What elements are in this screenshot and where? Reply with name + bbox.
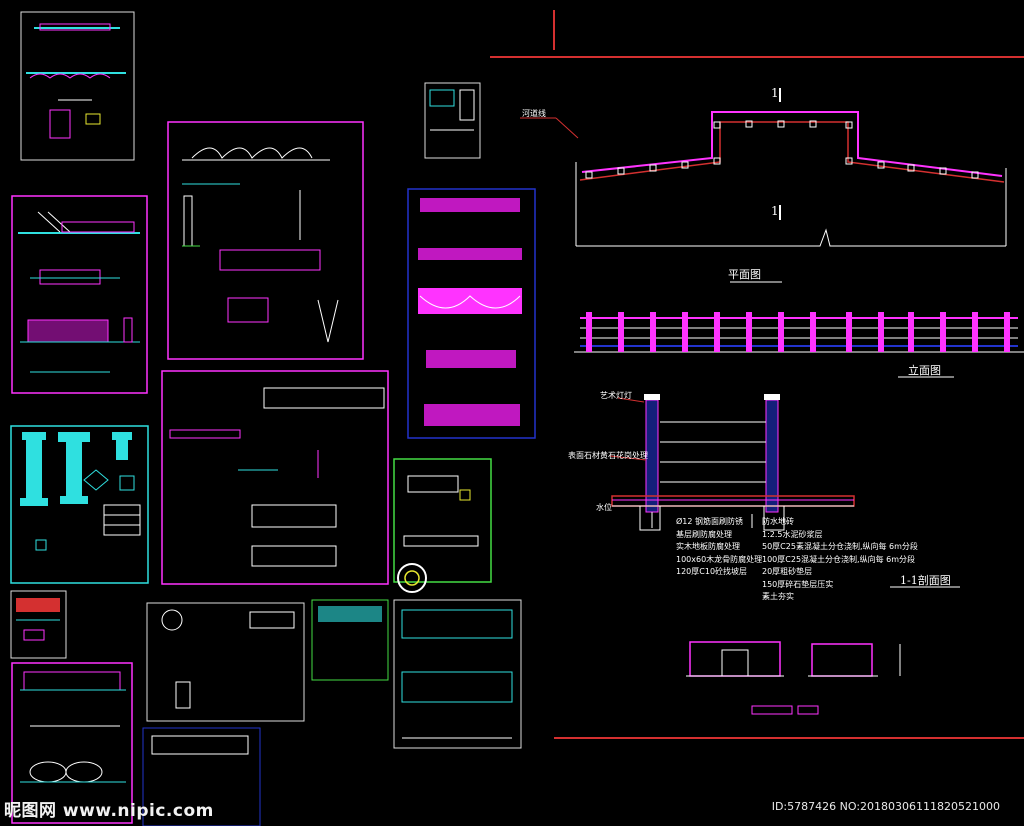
note-line: 150厚碎石垫层压实 [762, 579, 834, 589]
note-line: 100厚C25混凝土分仓浇制,纵向每 6m分段 [762, 554, 916, 564]
sheet-thumbnail-blue [407, 188, 536, 439]
section-mark-bottom: 1 [771, 204, 779, 218]
plan-view [520, 88, 1007, 283]
water-level-label: 水位 [596, 503, 612, 512]
sheet-thumbnail-1 [20, 11, 135, 161]
sheet-thumbnail-5 [11, 662, 133, 824]
plan-view-title: 平面图 [728, 268, 761, 281]
section-view [609, 394, 960, 588]
notes-left: Ø12 钢筋面刷防锈 基层刷防腐处理 实木地板防腐处理 100x60木龙骨防腐处… [676, 516, 762, 579]
section-mark-top: 1 [771, 86, 779, 100]
note-line: 1:2.5水泥砂浆层 [762, 529, 823, 539]
river-edge-label: 河道线 [522, 109, 546, 118]
sheet-thumbnail-2 [11, 195, 148, 394]
sheet-thumbnail-6 [167, 121, 364, 360]
watermark-site: 昵图网 www.nipic.com [4, 801, 214, 821]
stone-finish-label: 表面石材黄石花岗处理 [568, 451, 648, 460]
note-line: 20厚粗砂垫层 [762, 567, 813, 576]
sheet-thumbnail-green [393, 458, 492, 583]
art-lamp-label: 艺术灯灯 [600, 391, 632, 400]
sheet-thumbnail-small-top [424, 82, 481, 159]
sheet-thumbnail-9 [393, 599, 522, 749]
notes-right: 防水地砖 1:2.5水泥砂浆层 50厚C25素混凝土分仓浇制,纵向每 6m分段 … [762, 516, 918, 604]
elevation-title: 立面图 [908, 364, 941, 377]
note-line: 素土夯实 [762, 592, 794, 601]
note-line: 120厚C10砼找坡层 [676, 567, 748, 576]
note-line: 基层刷防腐处理 [676, 529, 732, 539]
watermark-id: ID:5787426 NO:20180306111820521000 [771, 800, 1000, 813]
drawing-border [490, 10, 1024, 739]
cursor-crosshair-icon [397, 563, 427, 593]
sheet-thumbnail-7 [161, 370, 389, 585]
note-line: Ø12 钢筋面刷防锈 [676, 517, 744, 526]
sheet-thumbnail-columns [10, 425, 149, 584]
note-line: 防水地砖 [762, 517, 794, 526]
sheet-thumbnail-green-small [311, 599, 389, 681]
elevation-view [574, 312, 1024, 378]
detail-elevations [686, 641, 901, 715]
sheet-thumbnail-8 [146, 602, 305, 722]
sheet-thumbnail-blue-bottom [142, 727, 261, 826]
note-line: 100x60木龙骨防腐处理 [676, 554, 763, 564]
sheet-thumbnail-small-red [10, 590, 67, 659]
note-line: 实木地板防腐处理 [676, 542, 740, 551]
note-line: 50厚C25素混凝土分仓浇制,纵向每 6m分段 [762, 542, 918, 551]
section-title: 1-1剖面图 [900, 574, 951, 587]
